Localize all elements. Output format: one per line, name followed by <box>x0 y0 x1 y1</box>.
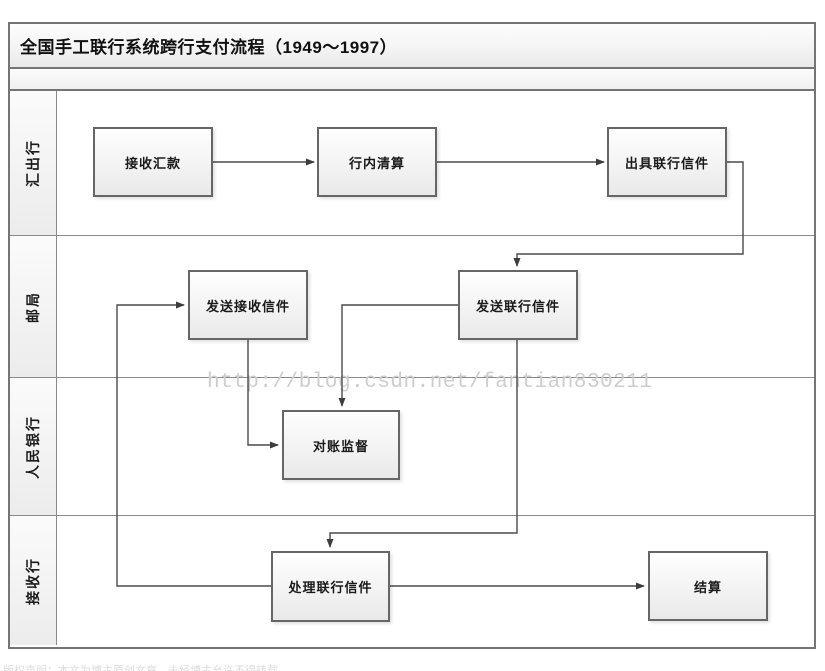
lane-label-cell: 邮局 <box>10 236 57 377</box>
flow-node-process-interbank-letter: 处理联行信件 <box>271 551 390 622</box>
lane-label: 邮局 <box>25 290 41 323</box>
flow-node-receive-remittance: 接收汇款 <box>93 127 213 197</box>
lane-label: 接收行 <box>25 556 41 605</box>
flow-node-send-interbank-letter: 发送联行信件 <box>458 270 578 340</box>
csdn-watermark: http://blog.csdn.net/fantian830211 <box>207 371 653 394</box>
lane-body <box>57 378 814 515</box>
page-title: 全国手工联行系统跨行支付流程（1949～1997） <box>20 38 398 57</box>
header-band <box>10 69 814 91</box>
bottom-caption: 版权声明：本文为博主原创文章，未经博主允许不得转载。 <box>3 665 289 671</box>
lane-label: 汇出行 <box>25 139 41 187</box>
title-bar: 全国手工联行系统跨行支付流程（1949～1997） <box>10 24 814 69</box>
lane-body <box>57 236 814 377</box>
lane-peoples-bank: 人民银行 <box>10 377 814 515</box>
flow-node-issue-interbank-letter: 出具联行信件 <box>607 127 727 197</box>
lane-label-cell: 人民银行 <box>10 378 57 515</box>
lane-post-office: 邮局 <box>10 235 814 377</box>
flow-node-reconciliation-supervision: 对账监督 <box>282 410 400 480</box>
lane-label-cell: 汇出行 <box>10 91 57 235</box>
flow-node-settlement: 结算 <box>648 551 768 621</box>
flow-node-send-receive-letter: 发送接收信件 <box>188 270 308 340</box>
lane-label: 人民银行 <box>25 414 41 479</box>
flow-node-internal-clearing: 行内清算 <box>317 127 437 197</box>
lane-label-cell: 接收行 <box>10 516 57 645</box>
